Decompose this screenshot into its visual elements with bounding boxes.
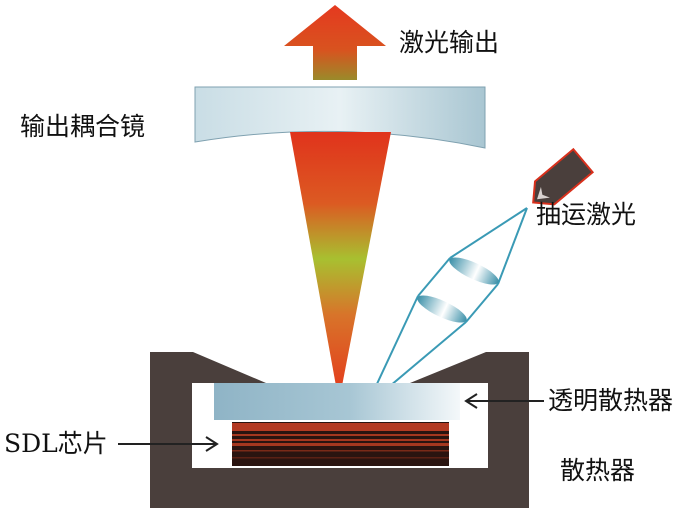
heatsink (150, 352, 529, 508)
heatsink-label: 散热器 (560, 456, 636, 485)
sdl-chip-label: SDL芯片 (4, 429, 108, 458)
pump-laser-label: 抽运激光 (536, 200, 637, 229)
transparent-heatspreader-label: 透明散热器 (548, 386, 674, 415)
transparent-heatspreader (214, 383, 460, 420)
heatspreader-pointer-arrow (464, 393, 544, 409)
sdl-chip-pointer-arrow (118, 436, 219, 452)
pump-laser-icon (532, 147, 595, 206)
sdl-chip (232, 422, 449, 466)
output-coupler-label: 输出耦合镜 (20, 112, 146, 141)
focusing-lens (417, 257, 499, 323)
laser-output-label: 激光输出 (399, 28, 500, 57)
laser-beam (290, 132, 391, 386)
pump-beam (375, 207, 528, 387)
output-coupler-mirror (194, 86, 486, 149)
output-arrow-icon (284, 5, 386, 80)
